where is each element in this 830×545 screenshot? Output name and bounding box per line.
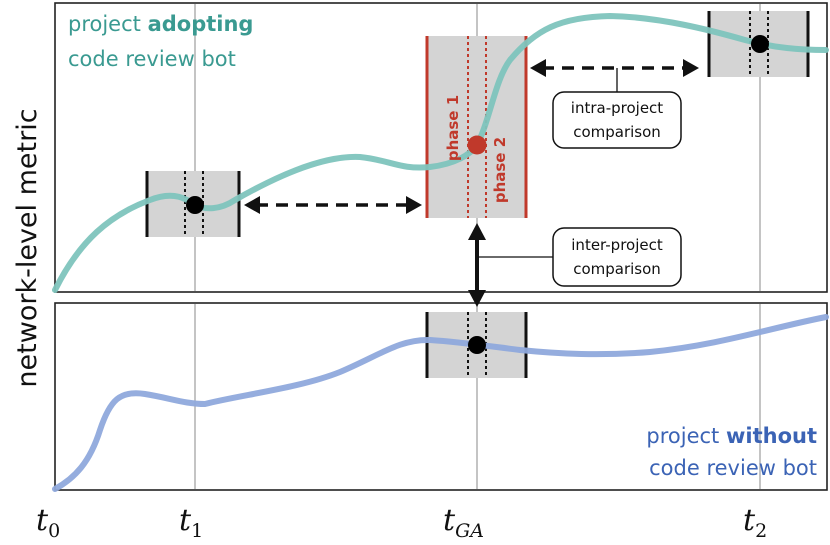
marker-tga-adopting <box>467 135 487 155</box>
tick-label-t0: t0 <box>36 503 60 542</box>
marker-tga-without <box>468 336 486 354</box>
inter-callout-line1: inter-project <box>571 236 663 254</box>
phase1-label: phase 1 <box>444 95 462 161</box>
y-axis-label: network-level metric <box>12 108 43 387</box>
tick-label-t1: t1 <box>179 503 203 542</box>
tick-label-tga: tGA <box>443 503 484 542</box>
without-project-curve <box>52 314 829 492</box>
intra-callout-box <box>552 91 682 149</box>
adopting-legend-line2: code review bot <box>68 47 236 71</box>
intra-arrow-left <box>244 196 422 214</box>
without-legend-line1: project without <box>646 424 817 448</box>
bottom-panel-frame <box>54 302 828 491</box>
inter-callout-line2: comparison <box>573 260 661 278</box>
marker-t1 <box>186 196 204 214</box>
adopting-project-curve <box>52 12 829 293</box>
intra-arrow-right <box>530 59 699 77</box>
without-legend-line2: code review bot <box>649 456 817 480</box>
adopting-legend-line1: project adopting <box>68 12 253 36</box>
window-tga-phases <box>425 36 528 218</box>
intra-callout-line2: comparison <box>573 123 661 141</box>
tick-label-t2: t2 <box>743 503 767 542</box>
inter-arrow-vertical <box>468 223 486 307</box>
inter-callout-box <box>552 227 682 287</box>
top-panel-frame <box>54 2 828 293</box>
marker-t2 <box>751 35 769 53</box>
phase2-label: phase 2 <box>491 137 509 203</box>
intra-callout-line1: intra-project <box>571 99 664 117</box>
